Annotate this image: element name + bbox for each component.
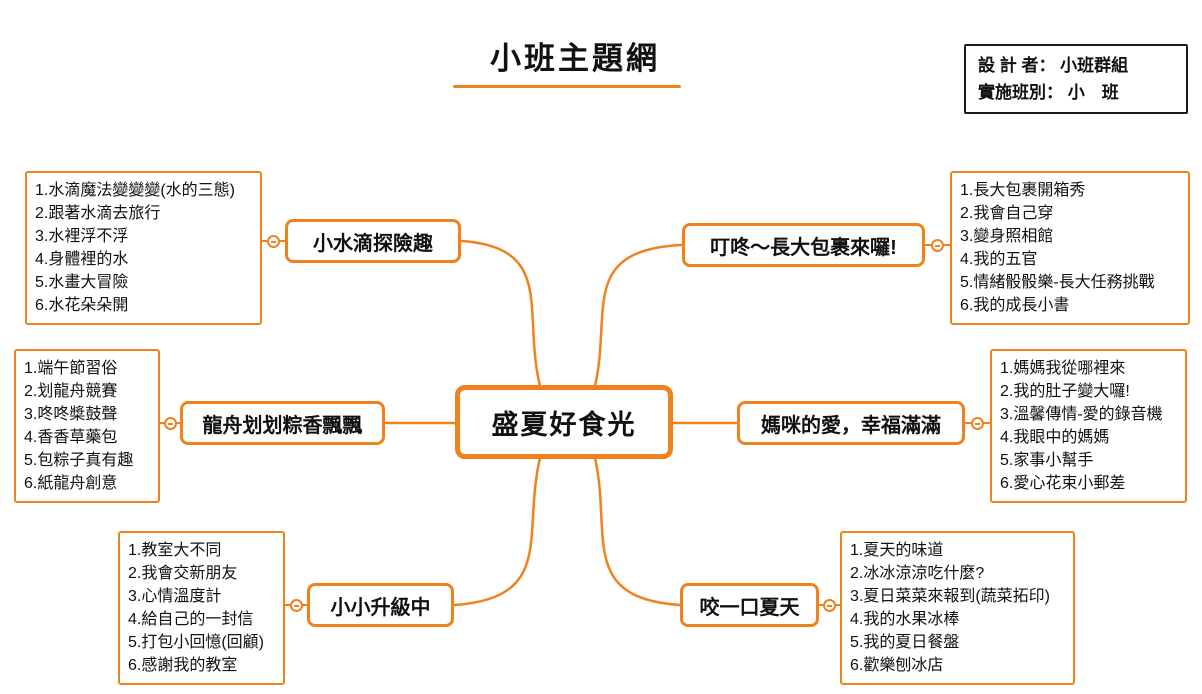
topic-list-item: 6.愛心花束小郵差 [1000,475,1126,492]
topic-list-item: 5.我的夏日餐盤 [850,634,960,651]
topic-list-item: 1.教室大不同 [128,542,222,559]
edge-center-to-package [593,243,684,388]
page-title: 小班主題網 [490,41,660,76]
branch-node-upgrade[interactable]: 小小升級中 [307,583,454,627]
topic-list-item: 2.跟著水滴去旅行 [35,205,161,222]
collapse-handle-upgrade[interactable] [290,599,303,612]
central-topic-node[interactable]: 盛夏好食光 [455,385,673,459]
branch-list-summer[interactable]: 1.夏天的味道 2.冰冰涼涼吃什麼? 3.夏日菜菜來報到(蔬菜拓印) 4.我的水果冰棒… [840,531,1075,685]
topic-list-item: 1.夏天的味道 [850,542,944,559]
collapse-handle-water-drops[interactable] [267,235,280,248]
topic-list-item: 3.心情溫度計 [128,588,222,605]
topic-list-item: 4.我的五官 [960,251,1038,268]
topic-list-item: 5.情緒骰骰樂-長大任務挑戰 [960,274,1155,291]
class-line: 實施班別： 小 班 [978,83,1119,102]
edge-center-to-water-drops [460,239,542,388]
branch-list-upgrade[interactable]: 1.教室大不同 2.我會交新朋友 3.心情溫度計 4.給自己的一封信 5.打包小回憶(回… [118,531,285,685]
edge-center-to-summer [593,456,682,607]
topic-list-item: 5.水畫大冒險 [35,274,129,291]
topic-list-item: 3.夏日菜菜來報到(蔬菜拓印) [850,588,1051,605]
topic-list-item: 4.香香草藥包 [24,429,118,446]
designer-info-box: 設 計 者： 小班群組 實施班別： 小 班 [964,44,1188,114]
topic-list-item: 1.端午節習俗 [24,360,118,377]
collapse-handle-moms-love[interactable] [971,417,984,430]
topic-list-item: 2.我會自己穿 [960,205,1054,222]
topic-list-item: 4.我的水果冰棒 [850,611,960,628]
topic-list-item: 2.我會交新朋友 [128,565,238,582]
topic-list-item: 6.感謝我的教室 [128,657,238,674]
branch-list-moms-love[interactable]: 1.媽媽我從哪裡來 2.我的肚子變大囉! 3.溫馨傳情-愛的錄音機 4.我眼中的媽媽 5… [990,349,1187,503]
topic-list-item: 1.媽媽我從哪裡來 [1000,360,1126,377]
topic-list-item: 1.長大包裹開箱秀 [960,182,1086,199]
branch-list-water-drops[interactable]: 1.水滴魔法變變變(水的三態) 2.跟著水滴去旅行 3.水裡浮不浮 4.身體裡的水 5.… [25,171,262,325]
collapse-handle-dragon-boat[interactable] [164,417,177,430]
title-underline [453,85,681,88]
topic-list-item: 1.水滴魔法變變變(水的三態) [35,182,236,199]
topic-list-item: 3.咚咚槳鼓聲 [24,406,118,423]
branch-node-water-drops[interactable]: 小水滴探險趣 [285,219,461,263]
topic-list-item: 4.身體裡的水 [35,251,129,268]
topic-list-item: 6.水花朵朵開 [35,297,129,314]
topic-list-item: 5.打包小回憶(回顧) [128,634,265,651]
topic-list-item: 4.我眼中的媽媽 [1000,429,1110,446]
edge-center-to-upgrade [452,456,542,607]
branch-node-moms-love[interactable]: 媽咪的愛，幸福滿滿 [737,401,965,445]
topic-list-item: 3.水裡浮不浮 [35,228,129,245]
branch-node-dragon-boat[interactable]: 龍舟划划粽香飄飄 [180,401,385,445]
collapse-handle-package[interactable] [931,239,944,252]
topic-list-item: 4.給自己的一封信 [128,611,254,628]
branch-list-package[interactable]: 1.長大包裹開箱秀 2.我會自己穿 3.變身照相館 4.我的五官 5.情緒骰骰樂-長大任… [950,171,1190,325]
branch-node-summer[interactable]: 咬一口夏天 [680,583,819,627]
branch-list-dragon-boat[interactable]: 1.端午節習俗 2.划龍舟競賽 3.咚咚槳鼓聲 4.香香草藥包 5.包粽子真有趣 6.紙龍… [14,349,160,503]
designer-line: 設 計 者： 小班群組 [978,56,1129,75]
topic-list-item: 5.包粽子真有趣 [24,452,134,469]
collapse-handle-summer[interactable] [823,599,836,612]
topic-list-item: 3.變身照相館 [960,228,1054,245]
topic-list-item: 3.溫馨傳情-愛的錄音機 [1000,406,1163,423]
topic-list-item: 2.我的肚子變大囉! [1000,383,1130,400]
topic-list-item: 5.家事小幫手 [1000,452,1094,469]
topic-list-item: 6.紙龍舟創意 [24,475,118,492]
topic-list-item: 2.划龍舟競賽 [24,383,118,400]
topic-list-item: 6.歡樂刨冰店 [850,657,944,674]
branch-node-package[interactable]: 叮咚～長大包裹來囉! [682,223,925,267]
topic-list-item: 6.我的成長小書 [960,297,1070,314]
topic-list-item: 2.冰冰涼涼吃什麼? [850,565,985,582]
